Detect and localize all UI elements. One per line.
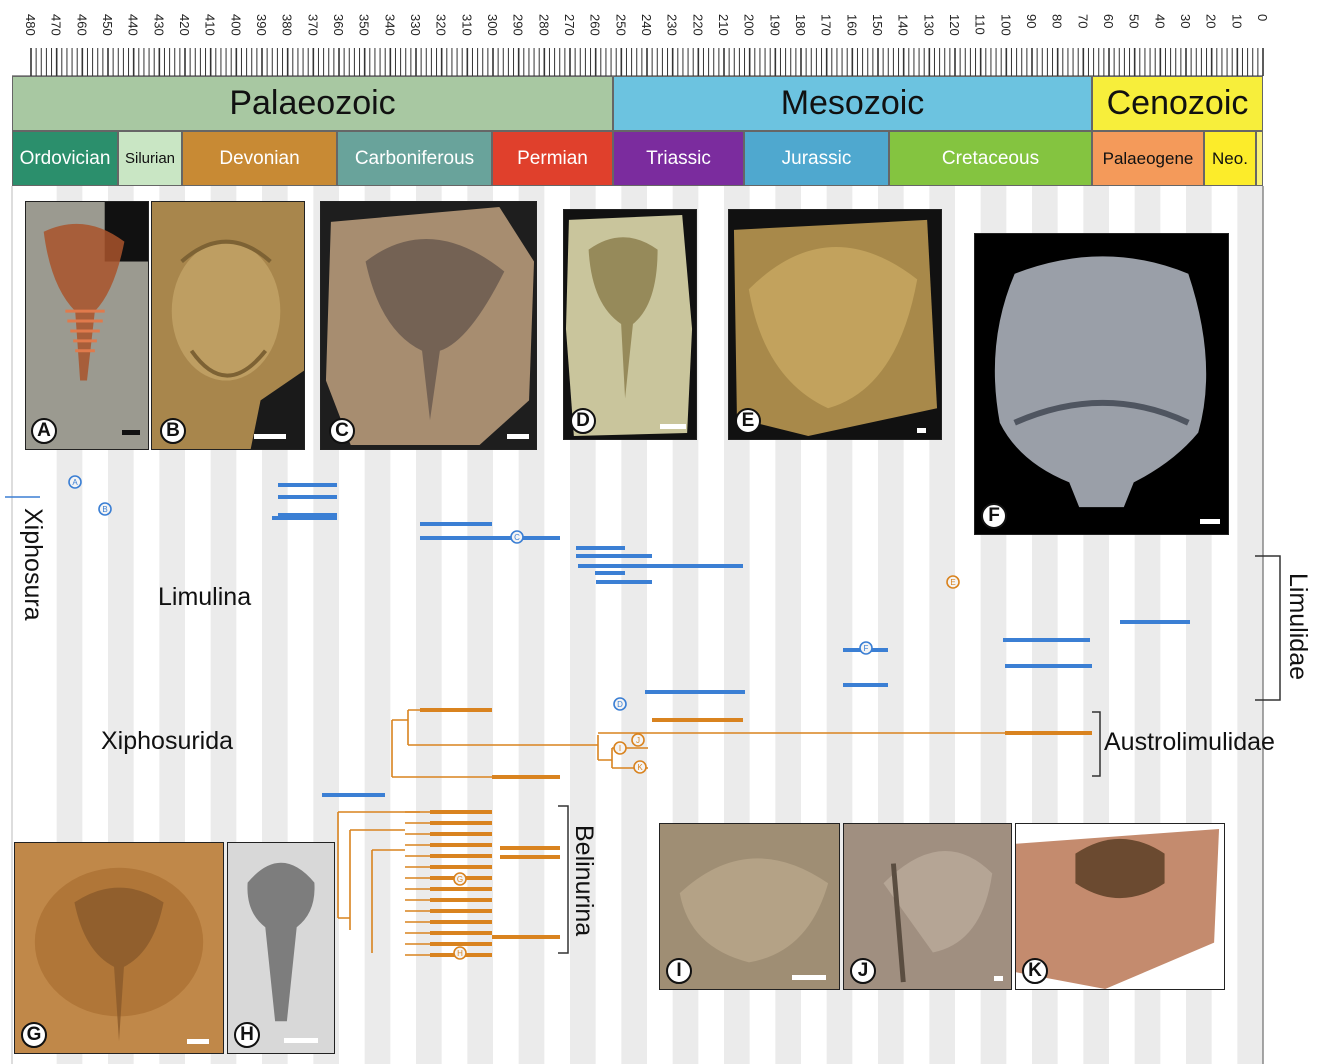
panel-label: E bbox=[735, 408, 761, 434]
clade-label-limulidae: Limulidae bbox=[1283, 573, 1312, 680]
clade-bracket-belinurina bbox=[558, 806, 568, 953]
tree-marker-label: I bbox=[619, 744, 621, 753]
scale-bar bbox=[660, 424, 686, 429]
fossil-panel-c: C bbox=[320, 201, 537, 450]
panel-label: J bbox=[850, 958, 876, 984]
panel-label: F bbox=[981, 503, 1007, 529]
tree-branch bbox=[630, 595, 1263, 613]
panel-label: B bbox=[160, 418, 186, 444]
clade-bracket-limulidae bbox=[1255, 556, 1280, 700]
scale-bar bbox=[1200, 519, 1220, 524]
fossil-photo bbox=[729, 210, 941, 439]
fossil-photo bbox=[975, 234, 1228, 534]
fossil-panel-i: I bbox=[659, 823, 840, 990]
tree-marker-label: K bbox=[637, 763, 643, 772]
fossil-photo bbox=[321, 202, 536, 449]
tree-branch bbox=[392, 720, 408, 777]
tree-marker-label: F bbox=[864, 644, 869, 653]
scale-bar bbox=[507, 434, 529, 439]
tree-marker-label: B bbox=[102, 505, 107, 514]
fossil-panel-h: H bbox=[227, 842, 335, 1054]
scale-bar bbox=[994, 976, 1003, 981]
tree-marker-label: C bbox=[514, 533, 520, 542]
fossil-panel-e: E bbox=[728, 209, 942, 440]
tree-branch bbox=[372, 850, 405, 953]
tree-branch bbox=[575, 562, 626, 660]
scale-bar bbox=[254, 434, 286, 439]
scale-bar bbox=[284, 1038, 318, 1043]
clade-label-belinurina: Belinurina bbox=[569, 825, 598, 936]
tree-marker-label: G bbox=[457, 875, 463, 884]
fossil-panel-j: J bbox=[843, 823, 1012, 990]
panel-label: I bbox=[666, 958, 692, 984]
clade-label-limulina: Limulina bbox=[158, 583, 251, 612]
tree-branch bbox=[350, 830, 405, 930]
tree-marker-label: D bbox=[617, 700, 623, 709]
fossil-panel-g: G bbox=[14, 842, 224, 1054]
fossil-panel-f: F bbox=[974, 233, 1229, 535]
scale-bar bbox=[792, 975, 826, 980]
clade-label-xiphosurida: Xiphosurida bbox=[101, 727, 233, 756]
tree-branch bbox=[68, 530, 88, 620]
panel-label: C bbox=[329, 418, 355, 444]
tree-branch bbox=[598, 735, 612, 760]
tree-branch bbox=[640, 678, 1263, 692]
tree-marker-label: J bbox=[636, 736, 640, 745]
scale-bar bbox=[122, 430, 140, 435]
fossil-panel-b: B bbox=[151, 201, 305, 450]
fossil-photo bbox=[152, 202, 304, 449]
fossil-panel-d: D bbox=[563, 209, 697, 440]
tree-branch bbox=[345, 532, 380, 650]
tree-branch bbox=[830, 650, 1263, 673]
tree-marker-label: E bbox=[950, 578, 955, 587]
scale-bar bbox=[187, 1039, 209, 1044]
tree-marker-label: A bbox=[72, 478, 78, 487]
panel-label: G bbox=[21, 1022, 47, 1048]
fossil-panel-k: K bbox=[1015, 823, 1225, 990]
scale-bar bbox=[1212, 976, 1219, 981]
fossil-photo bbox=[1016, 824, 1224, 989]
tree-branch bbox=[268, 518, 337, 703]
fossil-photo bbox=[26, 202, 148, 449]
fossil-panel-a: A bbox=[25, 201, 149, 450]
scale-bar bbox=[917, 428, 926, 433]
tree-branch bbox=[322, 627, 385, 795]
tree-branch bbox=[370, 532, 420, 556]
clade-bracket-austrolimulidae bbox=[1092, 712, 1100, 776]
clade-label-xiphosura: Xiphosura bbox=[18, 508, 47, 621]
fossil-photo bbox=[15, 843, 223, 1053]
panel-label: A bbox=[31, 418, 57, 444]
tree-branch bbox=[592, 573, 1263, 660]
panel-label: D bbox=[570, 408, 596, 434]
panel-label: K bbox=[1022, 958, 1048, 984]
tree-branch bbox=[380, 645, 560, 785]
tree-branch bbox=[88, 542, 258, 723]
fossil-photo bbox=[564, 210, 696, 439]
tree-branch bbox=[408, 710, 598, 745]
tree-branch bbox=[975, 615, 1263, 632]
clade-label-austrolimulidae: Austrolimulidae bbox=[1104, 728, 1275, 757]
panel-label: H bbox=[234, 1022, 260, 1048]
tree-branch bbox=[640, 602, 975, 620]
tree-marker-label: H bbox=[457, 949, 463, 958]
